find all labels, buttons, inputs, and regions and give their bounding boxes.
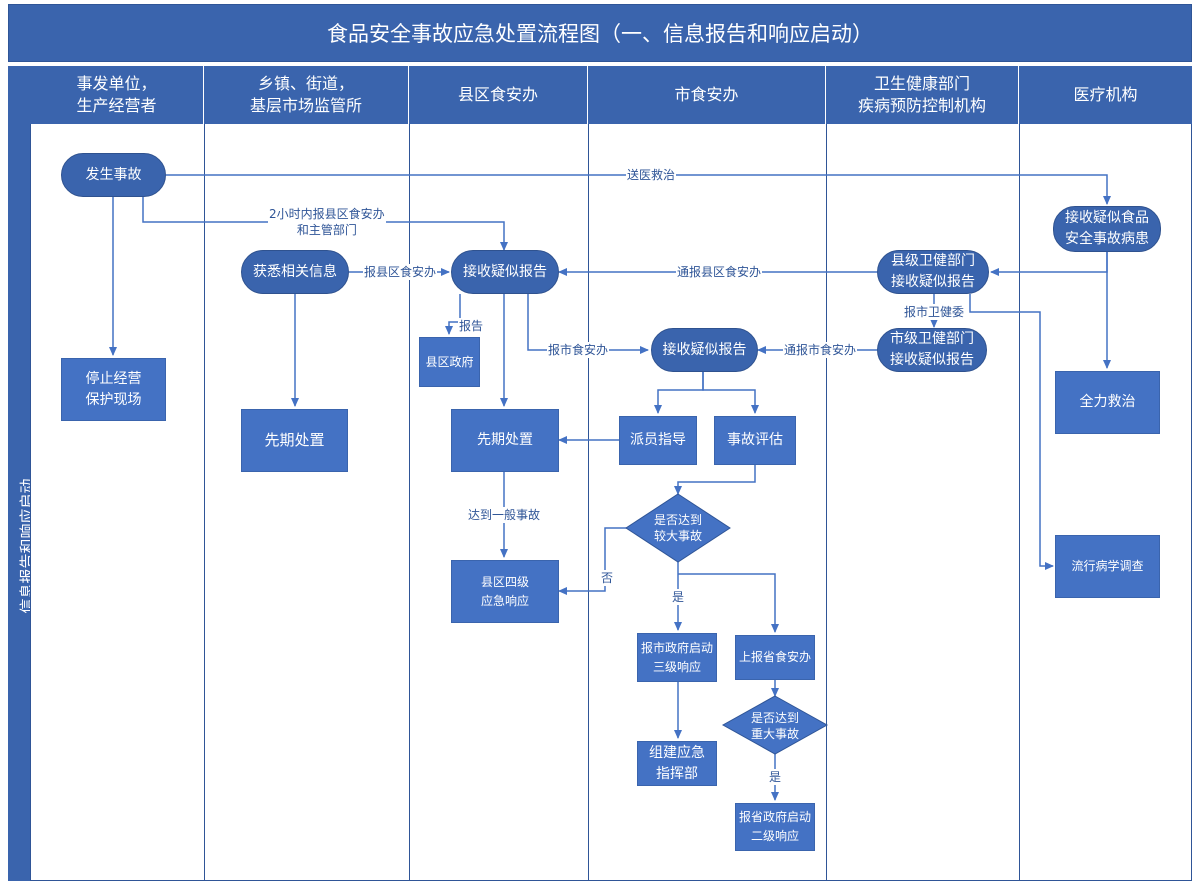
lane-header-town: 乡镇、街道， 基层市场监管所 xyxy=(204,66,409,124)
report-province-node: 上报省食安办 xyxy=(735,635,815,680)
county-level4-node: 县区四级 应急响应 xyxy=(451,560,559,623)
edge-label-notify-city-office: 通报市食安办 xyxy=(783,342,858,358)
edge-label-yes-major: 是 xyxy=(671,589,686,605)
epidemiology-node: 流行病学调查 xyxy=(1055,535,1160,598)
edge-label-notify-county-office: 通报县区食安办 xyxy=(676,264,763,280)
edge-label-report-county-office: 报县区食安办 xyxy=(363,264,438,280)
full-rescue-node: 全力救治 xyxy=(1055,371,1160,434)
edge-assess-decision xyxy=(674,465,756,495)
lane-header-health: 卫生健康部门 疾病预防控制机构 xyxy=(826,66,1019,124)
assess-node: 事故评估 xyxy=(714,416,796,465)
early-disposal-town-node: 先期处置 xyxy=(241,409,348,472)
edge-label-report-city-health: 报市卫健委 xyxy=(903,304,966,320)
lane-header-hospital: 医疗机构 xyxy=(1019,66,1192,124)
lane-divider xyxy=(409,124,410,881)
lane-header-county-office: 县区食安办 xyxy=(409,66,588,124)
edge-county-gov xyxy=(445,294,461,335)
city-receive-node: 接收疑似报告 xyxy=(651,328,758,372)
command-hq-node: 组建应急 指挥部 xyxy=(637,741,717,786)
page-title: 食品安全事故应急处置流程图（一、信息报告和响应启动） xyxy=(8,4,1192,62)
lane-header-enterprise: 事发单位， 生产经营者 xyxy=(30,66,204,124)
edge-label-report-city-office: 报市食安办 xyxy=(547,342,610,358)
stop-business-node: 停止经营 保护现场 xyxy=(61,358,166,421)
province-level2-node: 报省政府启动 二级响应 xyxy=(735,803,815,851)
lane-divider xyxy=(204,124,205,881)
decision-major-accident xyxy=(625,493,731,563)
edge-label-yes-serious: 是 xyxy=(768,769,783,785)
edge-no xyxy=(558,527,627,595)
city-health-receive-node: 市级卫健部门 接收疑似报告 xyxy=(877,328,987,372)
early-disposal-county-node: 先期处置 xyxy=(451,409,559,472)
phase-strip: 信息报告和响应启动 xyxy=(8,66,36,881)
edge-epidemiology xyxy=(969,294,1054,570)
edge-label-reach-general: 达到一般事故 xyxy=(467,507,542,523)
edge-city-dispatch xyxy=(654,372,704,414)
edge-city-assess xyxy=(702,372,759,414)
lane-body xyxy=(30,124,1192,881)
lane-header-city-office: 市食安办 xyxy=(588,66,826,124)
lane-divider xyxy=(588,124,589,881)
decision-serious-label: 是否达到 重大事故 xyxy=(750,711,799,741)
lane-divider xyxy=(1019,124,1020,881)
county-gov-node: 县区政府 xyxy=(419,337,480,387)
edge-label-report: 报告 xyxy=(458,318,485,334)
edge-label-report-2h: 2小时内报县区食安办 和主管部门 xyxy=(268,206,386,238)
decision-serious-accident xyxy=(721,695,829,755)
county-receive-node: 接收疑似报告 xyxy=(451,250,559,294)
lane-divider xyxy=(826,124,827,881)
edge-hospital-health xyxy=(990,252,1108,276)
hospital-receive-node: 接收疑似食品 安全事故病患 xyxy=(1053,206,1161,252)
dispatch-node: 派员指导 xyxy=(619,416,697,465)
learn-info-node: 获悉相关信息 xyxy=(241,250,349,294)
county-health-receive-node: 县级卫健部门 接收疑似报告 xyxy=(877,250,989,294)
edge-send-hospital xyxy=(166,174,1111,205)
edge-label-no: 否 xyxy=(600,570,615,586)
city-level3-node: 报市政府启动 三级响应 xyxy=(637,633,717,682)
incident-node: 发生事故 xyxy=(61,153,166,197)
decision-major-label: 是否达到 较大事故 xyxy=(653,513,702,543)
edge-label-send-hospital: 送医救治 xyxy=(626,167,677,183)
edge-decision-province xyxy=(678,573,779,633)
